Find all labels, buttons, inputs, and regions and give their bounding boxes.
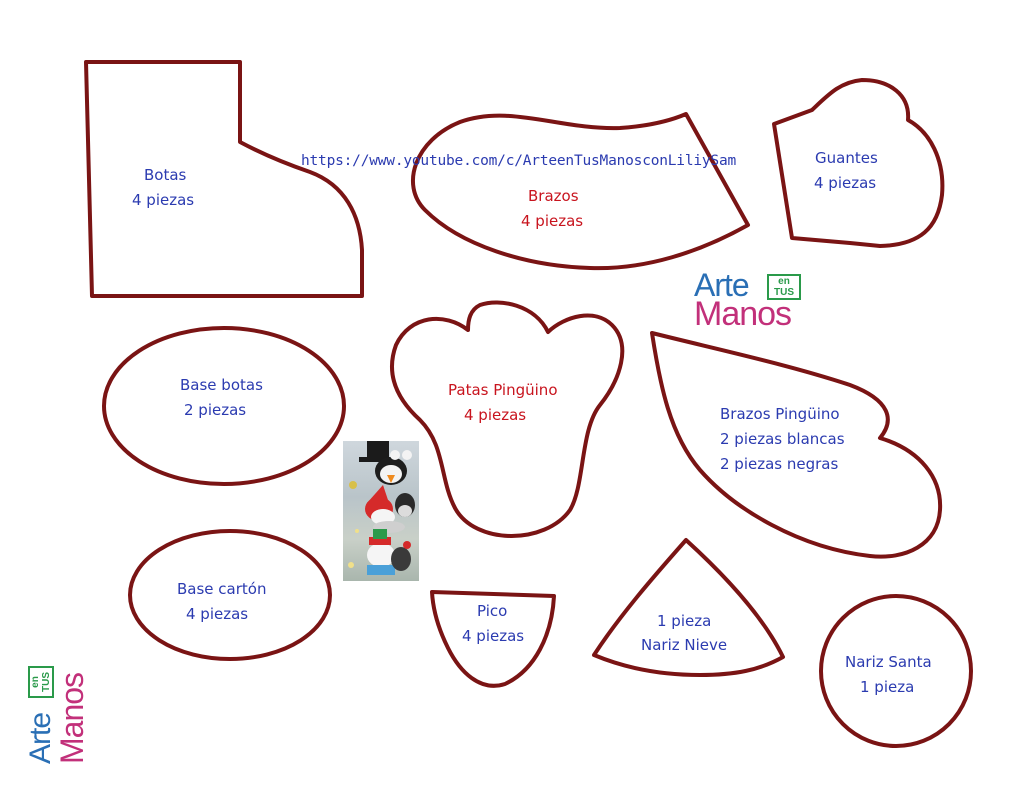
logo-en-text: en bbox=[778, 276, 790, 287]
botas-outline bbox=[84, 60, 364, 298]
logo-en-tus-box: en TUS bbox=[767, 274, 801, 300]
arte-en-tus-manos-side-logo: Arte en TUS Manos bbox=[24, 652, 90, 764]
channel-url[interactable]: https://www.youtube.com/c/ArteenTusManos… bbox=[301, 153, 737, 169]
side-logo-en-text: en bbox=[30, 676, 41, 688]
nariz-santa-name: Nariz Santa bbox=[845, 653, 932, 671]
patas-name: Patas Pingüino bbox=[448, 381, 558, 399]
base-botas-name: Base botas bbox=[180, 376, 263, 394]
guantes-qty: 4 piezas bbox=[814, 174, 877, 192]
brazos-pinguino-outline bbox=[650, 331, 943, 559]
guantes-name: Guantes bbox=[815, 149, 878, 167]
arte-en-tus-manos-logo: Arte en TUS Manos bbox=[694, 268, 814, 332]
logo-arte-text: Arte bbox=[694, 267, 750, 303]
patas-outline bbox=[390, 300, 625, 538]
side-logo-en-tus-box: en TUS bbox=[28, 666, 54, 698]
brazos-qty: 4 piezas bbox=[521, 212, 584, 230]
botas-name: Botas bbox=[144, 166, 187, 184]
product-photo-illustration bbox=[348, 441, 415, 575]
side-logo-tus-text: TUS bbox=[41, 672, 52, 692]
side-logo-arte-text: Arte bbox=[24, 712, 57, 764]
brazos-pinguino-name: Brazos Pingüino bbox=[720, 405, 840, 423]
patas-qty: 4 piezas bbox=[464, 406, 527, 424]
guantes-outline bbox=[772, 78, 945, 248]
base-botas-qty: 2 piezas bbox=[184, 401, 247, 419]
nariz-nieve-name: Nariz Nieve bbox=[641, 636, 728, 654]
nariz-nieve-qty: 1 pieza bbox=[657, 612, 712, 630]
botas-qty: 4 piezas bbox=[132, 191, 195, 209]
brazos-pinguino-qty2: 2 piezas negras bbox=[720, 455, 839, 473]
brazos-name: Brazos bbox=[528, 187, 579, 205]
base-carton-name: Base cartón bbox=[177, 580, 267, 598]
side-logo-manos-text: Manos bbox=[54, 672, 90, 764]
brazos-outline bbox=[410, 112, 750, 271]
pico-qty: 4 piezas bbox=[462, 627, 525, 645]
base-botas-outline bbox=[102, 326, 346, 486]
pico-outline bbox=[430, 590, 556, 688]
logo-manos-text: Manos bbox=[694, 295, 792, 333]
brazos-pinguino-qty1: 2 piezas blancas bbox=[720, 430, 845, 448]
base-carton-outline bbox=[128, 529, 332, 661]
base-carton-qty: 4 piezas bbox=[186, 605, 249, 623]
product-photo bbox=[343, 441, 419, 581]
pico-name: Pico bbox=[477, 602, 508, 620]
nariz-santa-outline bbox=[819, 594, 973, 748]
logo-tus-text: TUS bbox=[774, 287, 794, 298]
nariz-nieve-outline bbox=[592, 538, 785, 677]
nariz-santa-qty: 1 pieza bbox=[860, 678, 915, 696]
